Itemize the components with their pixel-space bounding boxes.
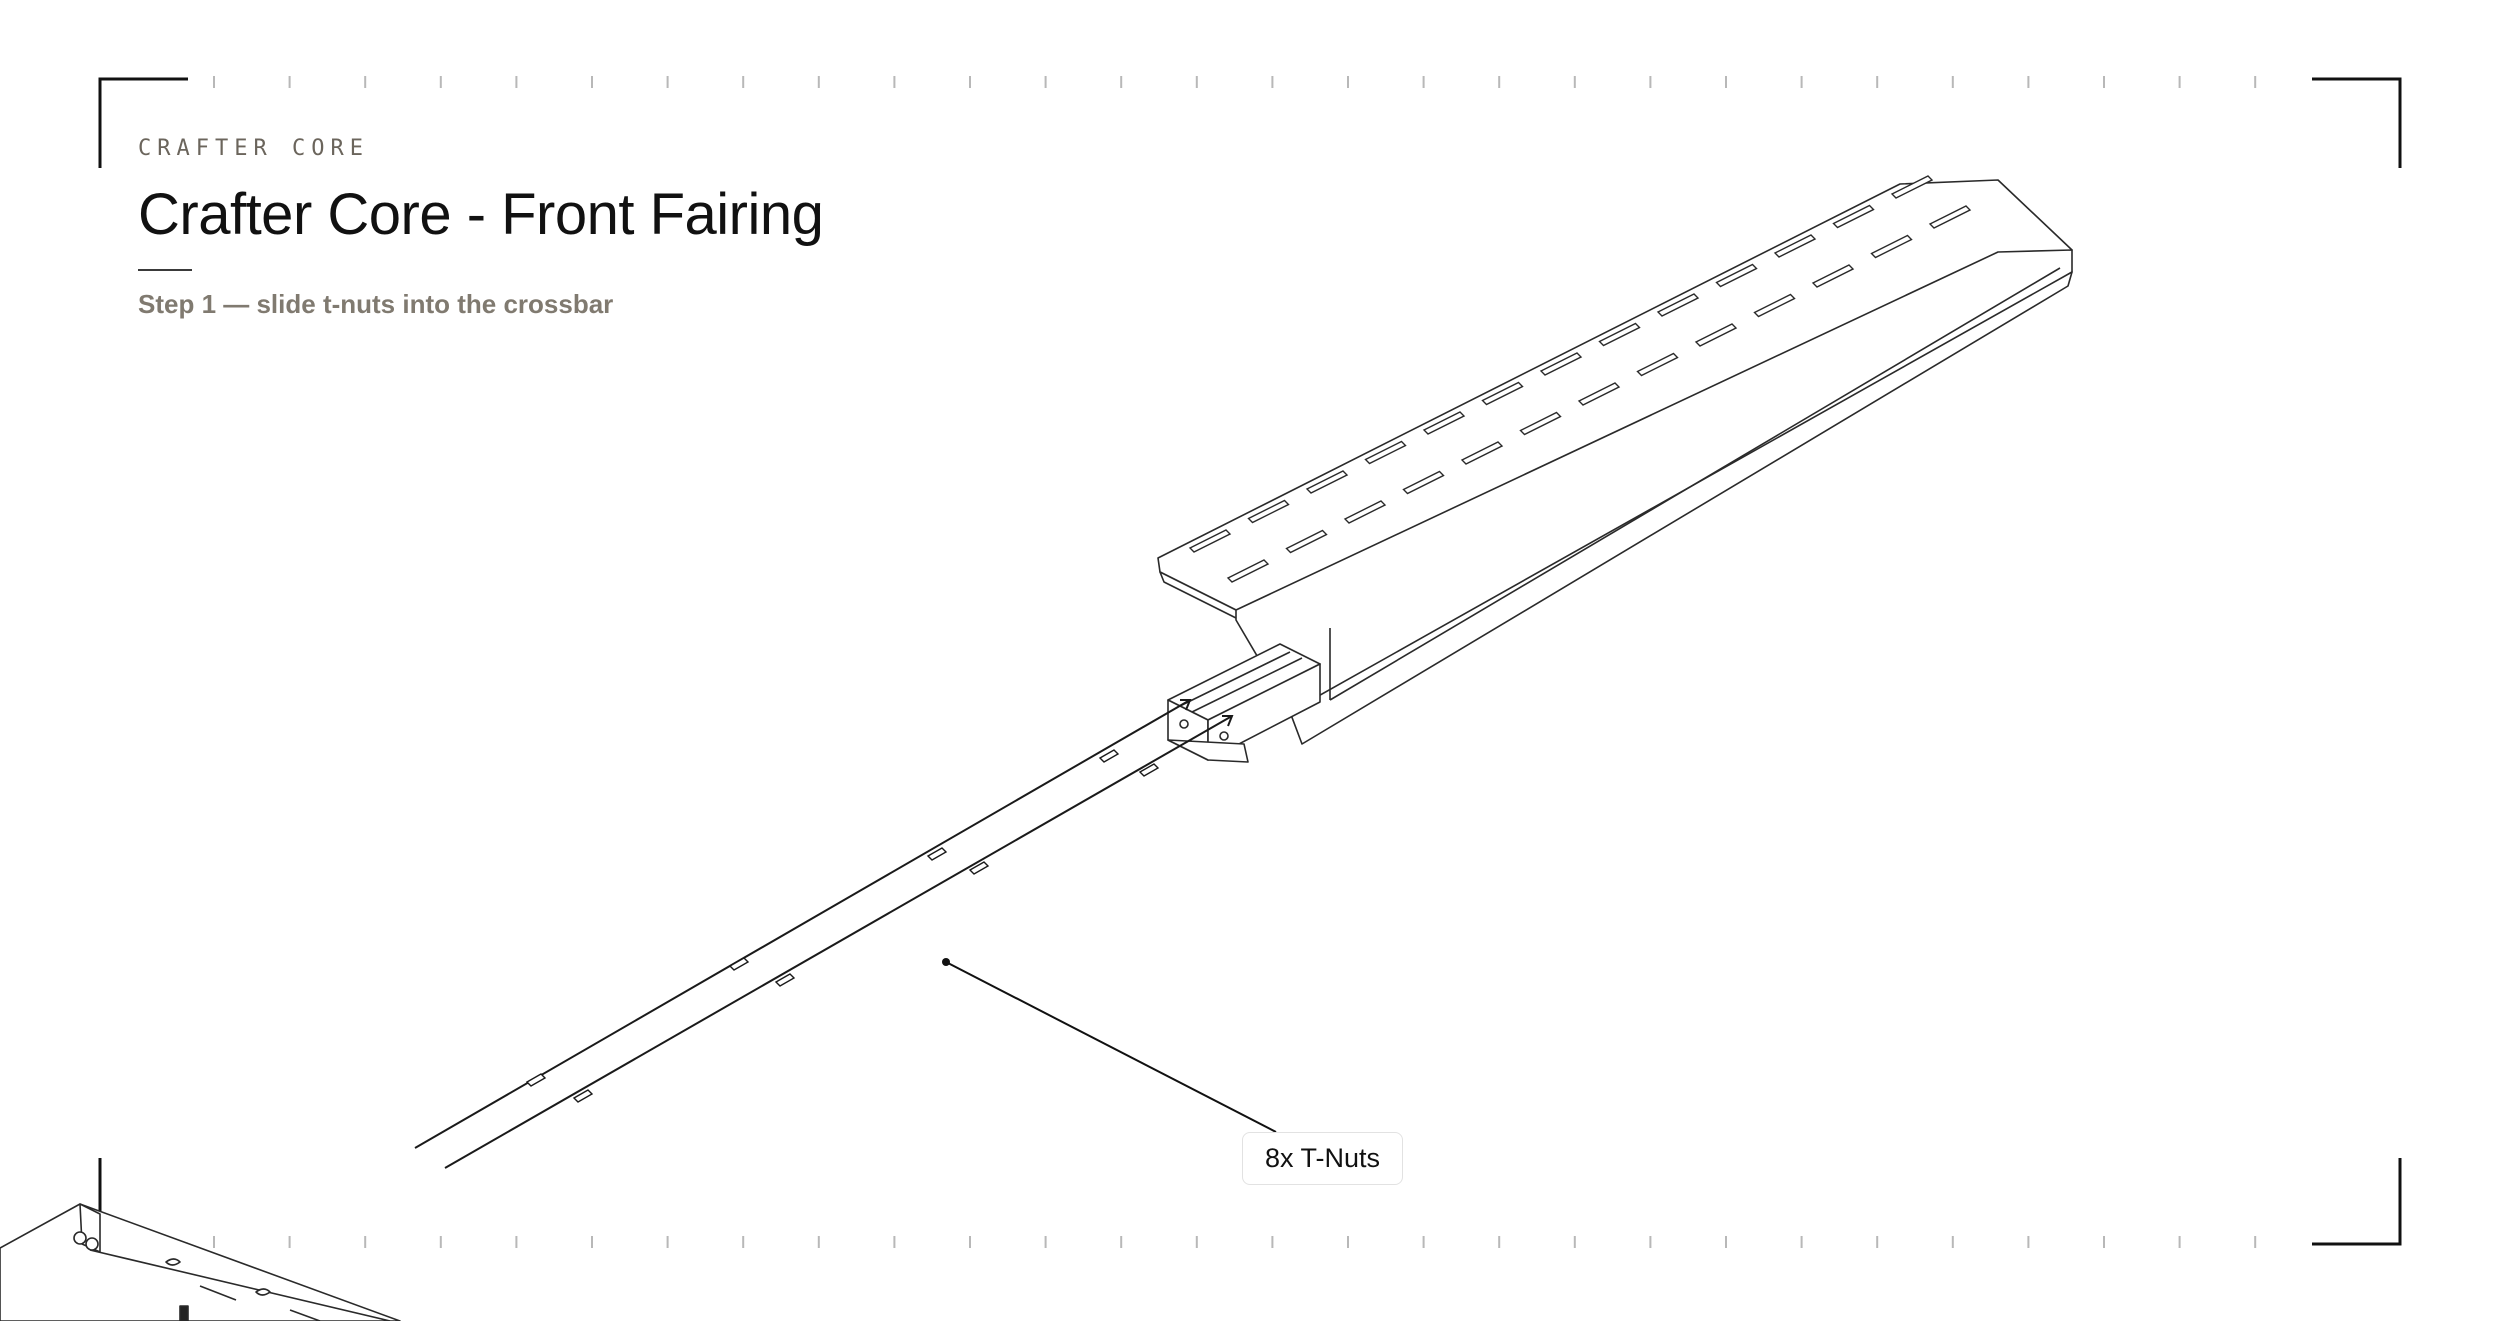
t-nut-guide-lines xyxy=(414,699,1234,1169)
fairing-slots xyxy=(1188,175,1972,583)
crossbar-extrusion xyxy=(1167,643,1321,763)
fairing-slot xyxy=(1694,323,1738,347)
fairing-slot xyxy=(1832,204,1875,229)
frame-ticks-bottom xyxy=(213,1236,2257,1248)
t-nut xyxy=(774,973,796,987)
t-nuts xyxy=(525,749,1160,1103)
t-nut xyxy=(572,1089,594,1103)
header: CRAFTER CORE Crafter Core - Front Fairin… xyxy=(138,136,824,320)
callout-label-t-nuts: 8x T-Nuts xyxy=(1242,1132,1404,1185)
fairing-slot xyxy=(1577,382,1621,406)
fairing-slot xyxy=(1636,352,1679,377)
t-nut xyxy=(1138,763,1160,777)
t-nut xyxy=(926,847,948,861)
t-nut xyxy=(728,957,750,971)
frame-ticks-top xyxy=(213,76,2257,88)
front-fairing-part xyxy=(1157,179,2073,745)
fairing-slot xyxy=(1811,264,1855,288)
fairing-slot xyxy=(1460,441,1504,465)
fairing-slot xyxy=(1364,440,1407,465)
fairing-slot xyxy=(1481,381,1524,406)
page-title: Crafter Core - Front Fairing xyxy=(138,182,824,247)
fairing-slot xyxy=(1753,293,1796,318)
printer-frame-partial xyxy=(0,1203,401,1321)
fairing-slot xyxy=(1247,499,1290,524)
fairing-slot xyxy=(1305,470,1349,494)
corner-top-left xyxy=(98,77,188,168)
t-nut xyxy=(525,1073,547,1087)
title-divider xyxy=(138,268,192,271)
fairing-slot xyxy=(1928,205,1972,229)
fairing-slot xyxy=(1402,470,1445,495)
fairing-slot xyxy=(1890,175,1934,199)
corner-top-right xyxy=(2312,77,2402,168)
corner-bottom-right xyxy=(2312,1158,2402,1246)
fairing-slot xyxy=(1598,322,1641,347)
fairing-slot xyxy=(1226,559,1270,583)
fairing-slot xyxy=(1539,352,1583,376)
fairing-slot xyxy=(1343,500,1387,524)
fairing-slot xyxy=(1773,234,1817,258)
callout-leader-t-nuts xyxy=(942,958,1277,1133)
step-subtitle: Step 1 — slide t-nuts into the crossbar xyxy=(138,288,614,319)
fairing-slot xyxy=(1188,529,1232,553)
fairing-slot xyxy=(1519,411,1562,436)
fairing-slot xyxy=(1285,529,1328,554)
fairing-slot xyxy=(1870,234,1913,259)
fairing-slot xyxy=(1715,263,1758,288)
t-nut xyxy=(968,861,990,875)
brand-label: CRAFTER CORE xyxy=(138,136,369,161)
t-nut xyxy=(1098,749,1120,763)
fairing-slot xyxy=(1656,293,1700,317)
fairing-slot xyxy=(1422,411,1466,435)
